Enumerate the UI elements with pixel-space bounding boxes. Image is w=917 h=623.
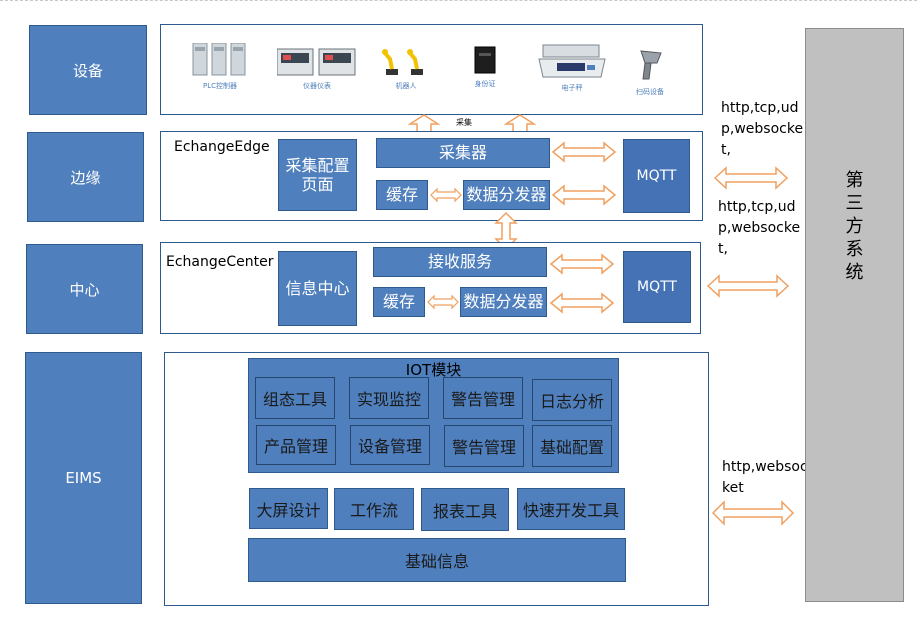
device-scanner-label: 扫码设备	[636, 88, 664, 96]
third-party-label: 第三方系统	[845, 170, 864, 283]
layer-eims: EIMS	[25, 352, 142, 604]
edge-collector: 采集器	[376, 138, 550, 168]
eims-third-party-arrow	[711, 500, 795, 526]
device-id-reader: 身份证	[473, 45, 497, 89]
device-panel: PLC控制器 仪器仪表 机器人 身份证	[160, 24, 703, 115]
iot-alarm-management: 警告管理	[443, 377, 523, 419]
edge-protocols: http,tcp,udp,websocket,	[721, 100, 804, 158]
edge-distributor: 数据分发器	[463, 180, 550, 210]
third-party-system: 第三方系统	[805, 28, 904, 602]
iot-config-tool: 组态工具	[255, 377, 335, 419]
edge-cache-distributor-arrow	[430, 187, 462, 203]
center-third-party-arrow	[706, 274, 790, 298]
instrument-icon	[277, 48, 356, 76]
edge-cache: 缓存	[376, 180, 428, 210]
tool-dashboard-design: 大屏设计	[249, 488, 328, 529]
edge-config-page: 采集配置 页面	[278, 139, 357, 211]
device-robot-label: 机器人	[395, 82, 417, 90]
collect-label: 采集	[456, 118, 472, 127]
tool-workflow: 工作流	[334, 488, 414, 530]
edge-mqtt: MQTT	[623, 139, 690, 213]
edge-collector-mqtt-arrow	[551, 141, 617, 163]
layer-center: 中心	[26, 244, 143, 334]
eims-protocols: http,websocket	[722, 459, 808, 496]
center-protocols: http,tcp,udp,websocket,	[718, 199, 801, 257]
device-id-reader-label: 身份证	[474, 80, 496, 88]
center-title: EchangeCenter	[166, 254, 274, 270]
center-cache-distributor-arrow	[427, 294, 459, 310]
device-scale: 电子秤	[537, 43, 607, 93]
robot-arm-icon	[382, 49, 423, 75]
device-scanner: 扫码设备	[635, 49, 665, 97]
center-cache: 缓存	[373, 287, 425, 317]
top-dashed-line	[0, 0, 917, 3]
id-reader-icon	[474, 46, 496, 74]
iot-monitoring: 实现监控	[349, 377, 429, 419]
layer-eims-label: EIMS	[65, 469, 102, 487]
tool-report: 报表工具	[421, 488, 509, 531]
iot-base-config: 基础配置	[532, 425, 612, 467]
device-instrument-label: 仪器仪表	[303, 82, 331, 90]
scale-icon	[538, 44, 606, 78]
tool-rapid-development: 快速开发工具	[517, 488, 625, 530]
iot-log-analysis: 日志分析	[532, 379, 612, 421]
center-distributor: 数据分发器	[460, 287, 547, 317]
center-receive-service: 接收服务	[373, 247, 547, 277]
device-plc: PLC控制器	[189, 43, 251, 91]
edge-distributor-mqtt-arrow	[551, 184, 617, 206]
center-mqtt: MQTT	[623, 251, 691, 323]
layer-center-label: 中心	[69, 280, 100, 299]
center-receive-mqtt-arrow	[549, 253, 615, 275]
device-robot: 机器人	[381, 47, 431, 91]
iot-product-management: 产品管理	[256, 425, 336, 465]
center-distributor-mqtt-arrow	[549, 292, 615, 314]
edge-title: EchangeEdge	[174, 139, 270, 155]
device-scale-label: 电子秤	[561, 84, 583, 92]
device-instrument: 仪器仪表	[277, 47, 357, 91]
barcode-scanner-icon	[640, 50, 662, 80]
device-plc-label: PLC控制器	[202, 82, 237, 90]
edge-third-party-arrow	[713, 166, 789, 190]
layer-device-label: 设备	[72, 61, 103, 80]
center-info-center: 信息中心	[278, 251, 357, 326]
iot-alarm-management-2: 警告管理	[444, 425, 524, 467]
base-info: 基础信息	[248, 538, 626, 582]
layer-edge: 边缘	[27, 132, 144, 222]
iot-module-title: IOT模块	[405, 361, 462, 379]
iot-device-management: 设备管理	[350, 425, 430, 465]
layer-device: 设备	[29, 25, 147, 115]
plc-icon	[192, 43, 246, 76]
layer-edge-label: 边缘	[70, 168, 101, 187]
